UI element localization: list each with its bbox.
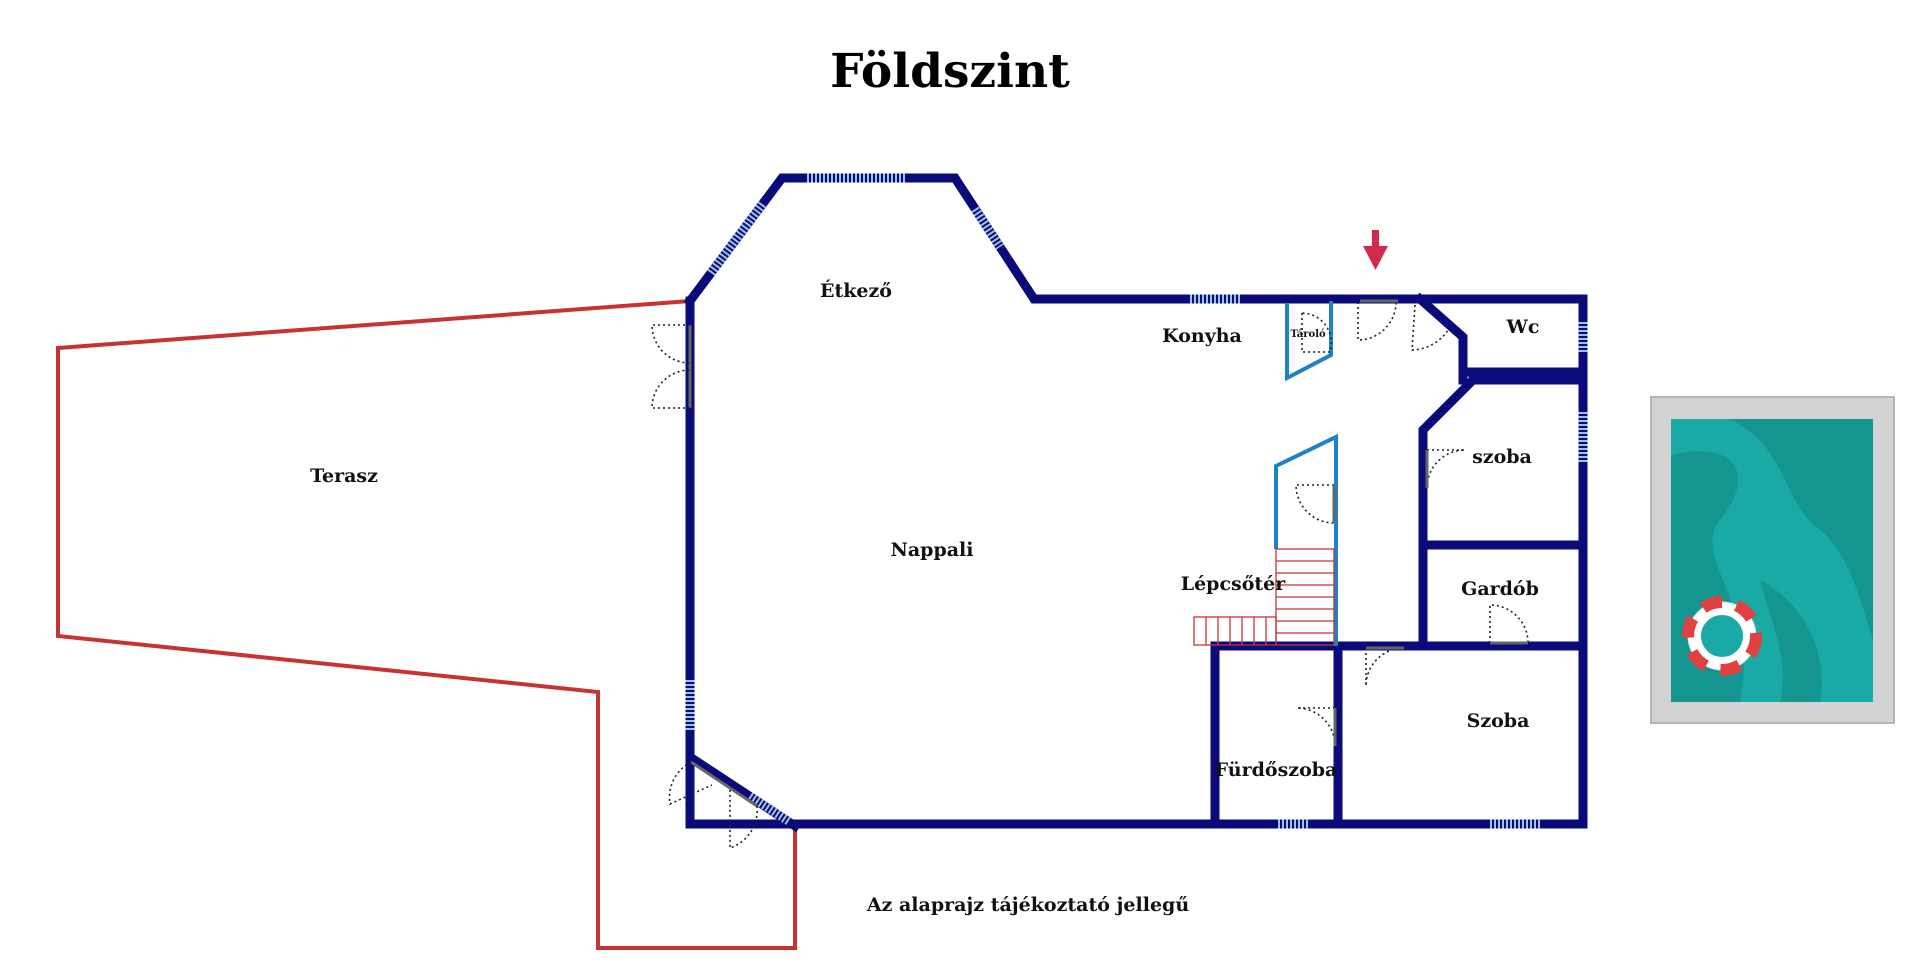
plan-title: Földszint	[830, 44, 1070, 99]
room-label-gardob: Gardób	[1461, 578, 1539, 600]
room-label-wc: Wc	[1506, 316, 1540, 338]
windows	[685, 173, 1588, 829]
stair-wall	[1274, 433, 1338, 646]
room-label-konyha: Konyha	[1162, 325, 1242, 347]
disclaimer-note: Az alaprajz tájékoztató jellegű	[866, 894, 1189, 916]
room-label-tarolo: Tároló	[1290, 329, 1326, 340]
outer-walls	[683, 173, 1588, 833]
room-label-furdoszoba: Fürdőszoba	[1215, 759, 1338, 781]
room-label-etkezo: Étkező	[820, 279, 892, 302]
room-label-szoba-small: szoba	[1472, 446, 1532, 468]
interior-walls	[1210, 292, 1588, 829]
lifebuoy-icon	[1682, 596, 1762, 676]
storage-wall	[1285, 301, 1333, 382]
doors	[651, 299, 1529, 850]
terrace-outline	[56, 299, 797, 950]
room-label-terasz: Terasz	[310, 465, 378, 487]
room-label-lepcsoter: Lépcsőtér	[1181, 573, 1287, 595]
room-label-szoba: Szoba	[1467, 710, 1530, 732]
room-label-nappali: Nappali	[891, 539, 974, 561]
stairs	[1193, 548, 1335, 646]
entrance-arrow-icon	[1363, 230, 1388, 270]
pool-icon	[1650, 396, 1895, 724]
